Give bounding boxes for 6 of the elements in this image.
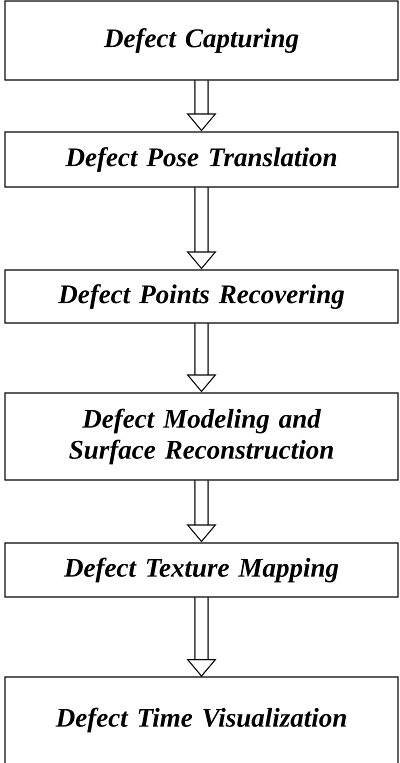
process-box: Defect Pose Translation bbox=[4, 131, 399, 188]
process-box: Defect Modeling and Surface Reconstruction bbox=[4, 392, 399, 481]
process-box: Defect Texture Mapping bbox=[4, 542, 399, 598]
process-box: Defect Time Visualization bbox=[4, 676, 399, 763]
process-box: Defect Capturing bbox=[4, 0, 399, 81]
process-box: Defect Points Recovering bbox=[4, 269, 399, 324]
